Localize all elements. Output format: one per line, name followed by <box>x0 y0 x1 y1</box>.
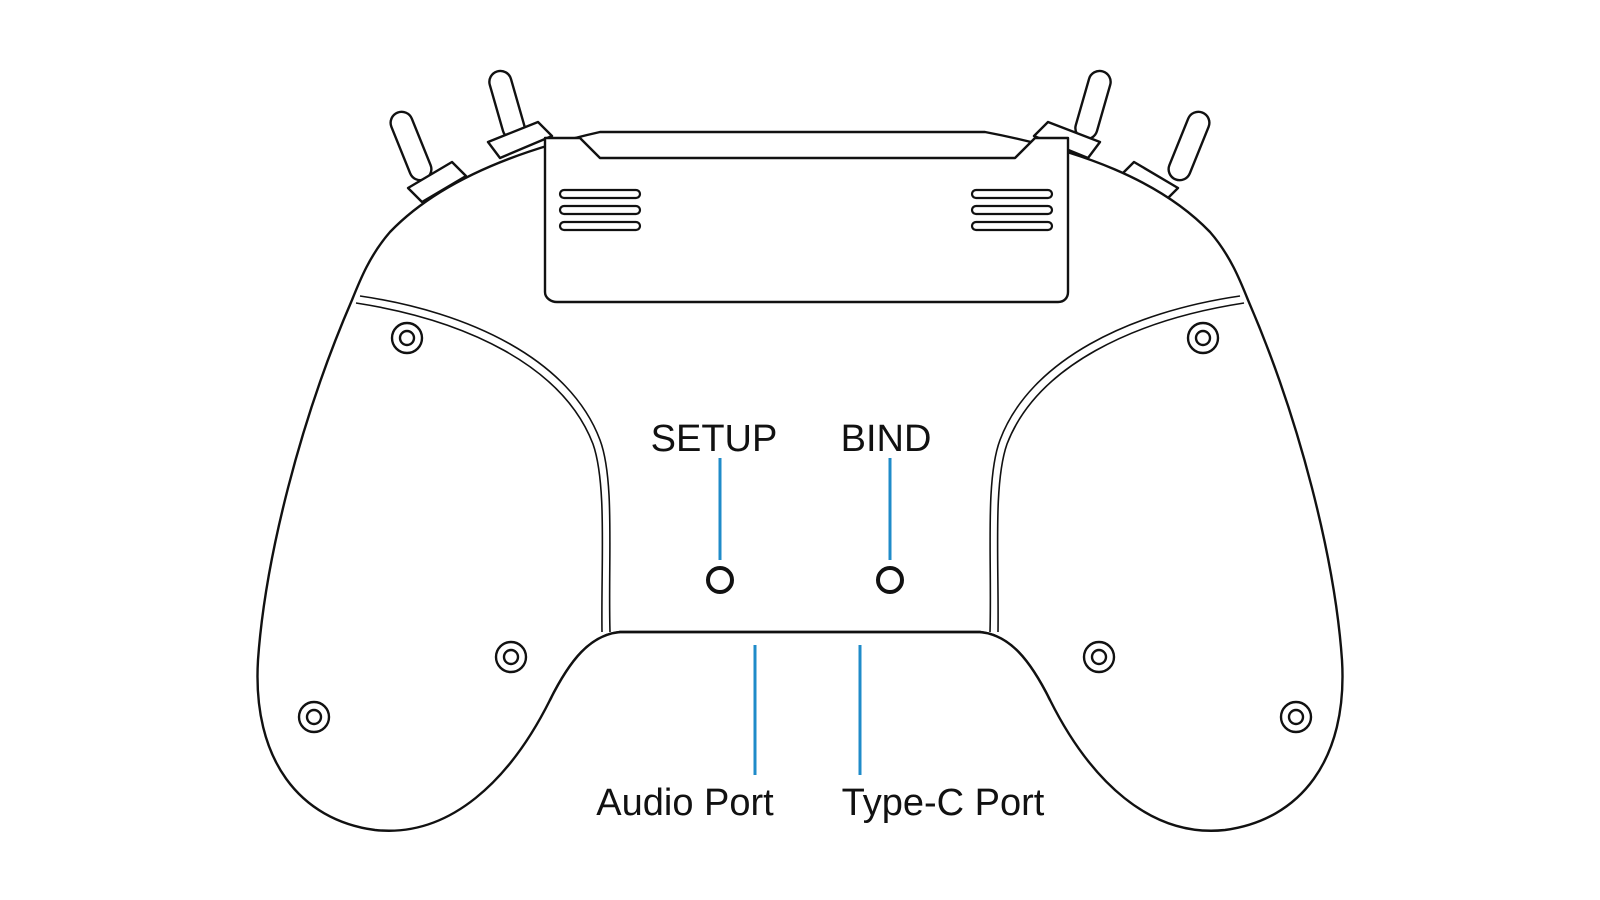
setup-label: SETUP <box>651 418 778 460</box>
screw-top-right <box>1186 321 1220 355</box>
center-panel-bottom-edge <box>548 630 1052 702</box>
type-c-port-label: Type-C Port <box>842 782 1045 824</box>
left-grip-seam <box>359 295 611 633</box>
screw-mid-left <box>494 640 528 674</box>
top-cover-panel <box>543 136 1070 304</box>
bind-label: BIND <box>841 418 932 460</box>
screw-bottom-left <box>297 700 331 734</box>
bind-button[interactable] <box>876 566 904 594</box>
right-grip-seam-inner <box>996 302 1245 633</box>
left-grip-seam-inner <box>355 302 604 633</box>
right-grip-seam <box>989 295 1241 633</box>
screw-top-left <box>390 321 424 355</box>
left-inner-toggle-switch <box>486 69 554 160</box>
screw-mid-right <box>1082 640 1116 674</box>
right-vent-slots <box>970 188 1054 232</box>
audio-port-label: Audio Port <box>596 782 774 824</box>
screw-bottom-right <box>1279 700 1313 734</box>
left-outer-toggle-switch <box>389 110 468 204</box>
left-vent-slots <box>558 188 642 232</box>
setup-button[interactable] <box>706 566 734 594</box>
